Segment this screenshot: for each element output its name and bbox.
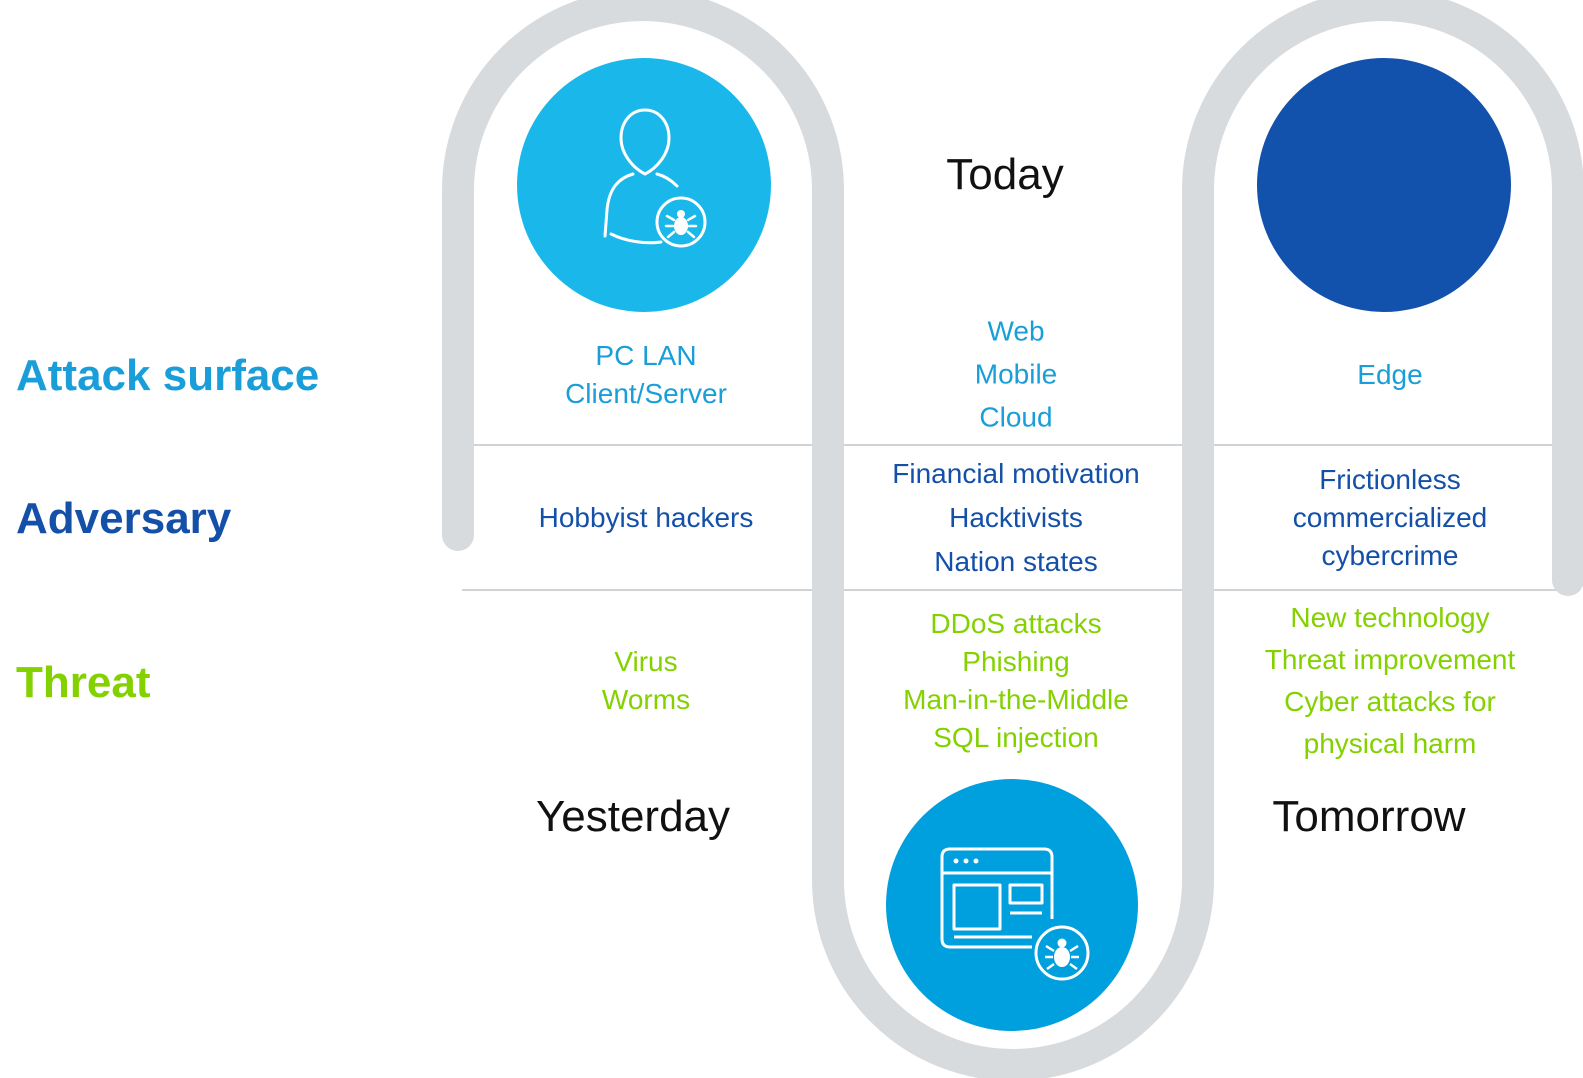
yesterday-adversary: Hobbyist hackers <box>539 499 754 537</box>
yesterday-attack-surface-line: PC LAN <box>595 340 697 371</box>
track-path <box>442 0 1583 1078</box>
tomorrow-attack-surface-line: Edge <box>1357 359 1423 390</box>
today-threat: DDoS attacks Phishing Man-in-the-Middle … <box>903 605 1129 757</box>
era-yesterday: Yesterday <box>535 792 731 841</box>
today-adversary-line: Hacktivists <box>949 502 1083 533</box>
yesterday-attack-surface-line: Client/Server <box>565 378 727 409</box>
browser-window-bug-icon <box>940 847 1090 981</box>
today-threat-line: SQL injection <box>933 722 1099 753</box>
tomorrow-adversary-line: commercialized <box>1292 502 1488 533</box>
row-label-attack-surface: Attack surface <box>16 351 320 400</box>
today-circle <box>886 779 1138 1031</box>
today-threat-line: DDoS attacks <box>930 608 1102 639</box>
tomorrow-attack-surface: Edge <box>1357 356 1422 394</box>
yesterday-circle <box>517 58 771 312</box>
tomorrow-adversary-line: Frictionless <box>1319 464 1461 495</box>
row-label-adversary: Adversary <box>16 494 232 543</box>
yesterday-attack-surface: PC LAN Client/Server <box>565 337 727 413</box>
tomorrow-threat-line: physical harm <box>1303 728 1477 759</box>
today-attack-surface: Web Mobile Cloud <box>975 310 1057 439</box>
today-adversary-line: Financial motivation <box>892 458 1140 489</box>
today-attack-surface-line: Mobile <box>974 358 1058 390</box>
user-bug-icon <box>603 108 707 248</box>
yesterday-threat: Virus Worms <box>602 643 690 719</box>
tomorrow-adversary-line: cybercrime <box>1321 540 1459 571</box>
today-attack-surface-line: Web <box>987 315 1045 347</box>
tomorrow-threat-line: Cyber attacks for <box>1284 686 1496 717</box>
today-threat-line: Phishing <box>962 646 1070 677</box>
today-adversary-line: Nation states <box>934 546 1098 577</box>
today-threat-line: Man-in-the-Middle <box>903 684 1129 715</box>
yesterday-threat-line: Worms <box>601 684 691 715</box>
today-attack-surface-line: Cloud <box>979 401 1053 433</box>
tomorrow-threat-line: Threat improvement <box>1264 644 1516 675</box>
today-adversary: Financial motivation Hacktivists Nation … <box>892 452 1139 584</box>
tomorrow-threat-line: New technology <box>1290 602 1490 633</box>
era-tomorrow: Tomorrow <box>1272 792 1466 841</box>
row-label-threat: Threat <box>16 658 151 707</box>
yesterday-adversary-line: Hobbyist hackers <box>538 502 754 533</box>
tomorrow-circle <box>1257 58 1511 312</box>
tomorrow-adversary: Frictionless commercialized cybercrime <box>1293 461 1488 575</box>
tomorrow-threat: New technology Threat improvement Cyber … <box>1265 597 1516 765</box>
era-today: Today <box>946 150 1064 199</box>
yesterday-threat-line: Virus <box>614 646 678 677</box>
